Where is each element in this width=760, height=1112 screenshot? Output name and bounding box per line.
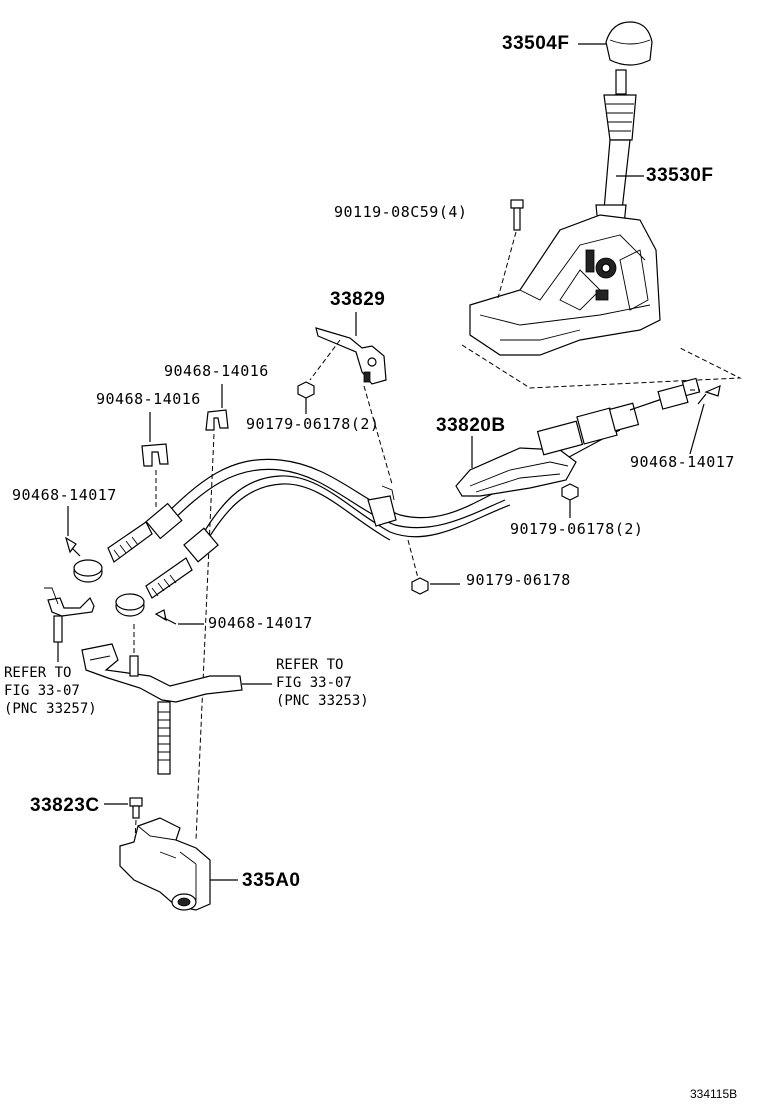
label-refer-right: REFER TO FIG 33-07 (PNC 33253)	[276, 657, 369, 709]
nut-guide	[407, 539, 419, 579]
bracket-335a0-icon	[119, 817, 211, 911]
label-pin-lower: 90468-14017	[208, 614, 313, 632]
nut-icon	[297, 381, 315, 399]
label-refer-left: REFER TO FIG 33-07 (PNC 33257)	[4, 665, 97, 717]
shift-lever-lower-icon	[81, 643, 243, 775]
label-clip-left: 90468-14016	[96, 390, 201, 408]
clip-upper-icon	[205, 409, 229, 431]
nut-icon	[561, 483, 579, 501]
label-bracket-335a0: 335A0	[242, 870, 301, 891]
shift-lever-icon	[595, 69, 637, 226]
label-lever: 33530F	[646, 165, 714, 186]
label-nut-cable: 90179-06178(2)	[510, 520, 644, 538]
shift-cable-icon	[73, 377, 701, 617]
label-knob: 33504F	[502, 33, 570, 54]
figure-id: 334115B	[690, 1087, 738, 1101]
select-lever-icon	[44, 587, 95, 643]
pin-lower-icon	[154, 609, 177, 625]
bracket-guide	[309, 339, 393, 485]
pin-left-icon	[65, 536, 81, 557]
label-bracket-33829: 33829	[330, 289, 386, 310]
shift-knob-icon	[605, 21, 653, 66]
bolt-icon	[510, 199, 524, 231]
nut-icon	[411, 577, 429, 595]
bolt-33823-icon	[129, 797, 143, 819]
bracket-33829-icon	[315, 327, 387, 385]
mount-outline	[461, 344, 742, 389]
label-clip-upper: 90468-14016	[164, 362, 269, 380]
label-pin-right: 90468-14017	[630, 453, 735, 471]
label-pin-left: 90468-14017	[12, 486, 117, 504]
label-bolt-33823: 33823C	[30, 795, 100, 816]
leader-pin-right	[689, 403, 705, 455]
label-cable: 33820B	[436, 415, 506, 436]
clip-guide-upper	[195, 433, 215, 841]
label-bolt-4: 90119-08C59(4)	[334, 203, 468, 221]
label-nut-bracket: 90179-06178(2)	[246, 415, 380, 433]
bolt-guide	[497, 231, 517, 299]
pin-right-icon	[697, 384, 721, 405]
clip-left-icon	[141, 443, 169, 467]
label-nut-lower: 90179-06178	[466, 571, 571, 589]
shift-housing-icon	[469, 214, 661, 356]
